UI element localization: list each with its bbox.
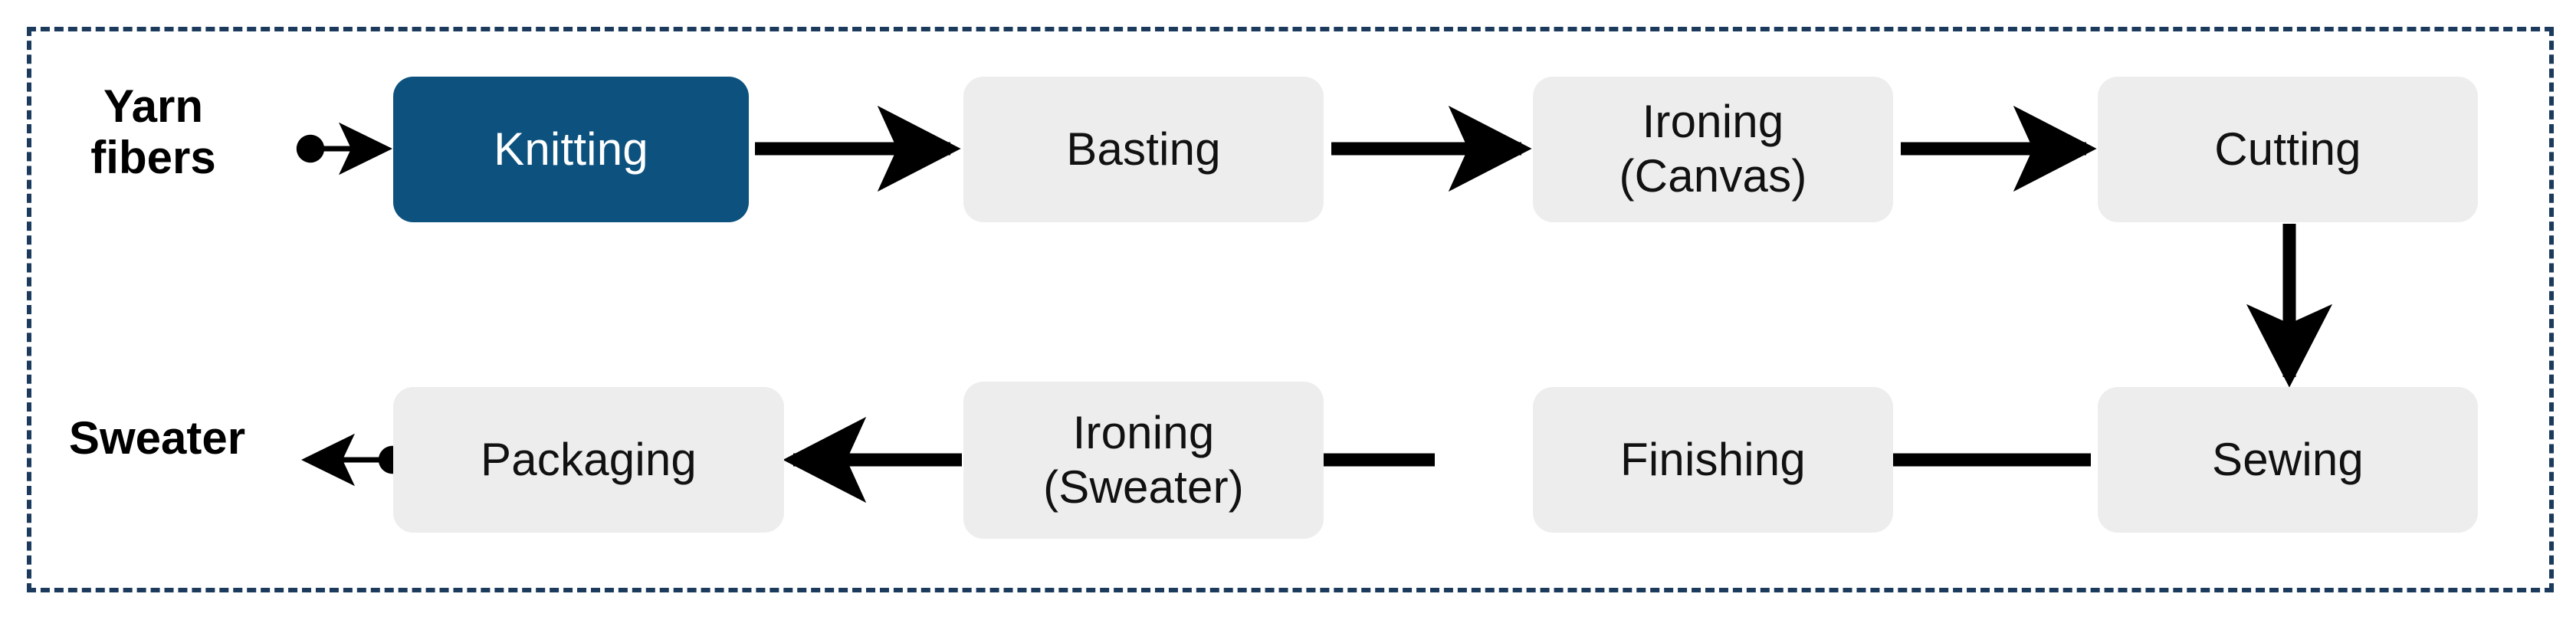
node-ironing-canvas-label: Ironing (Canvas) bbox=[1619, 96, 1807, 202]
node-packaging-label: Packaging bbox=[481, 433, 697, 485]
output-label: Sweater bbox=[68, 412, 246, 464]
node-sewing-label: Sewing bbox=[2212, 433, 2364, 485]
node-basting-label: Basting bbox=[1066, 123, 1221, 175]
node-cutting-label: Cutting bbox=[2214, 123, 2361, 175]
node-sewing[interactable]: Sewing bbox=[2098, 387, 2478, 533]
node-knitting-label: Knitting bbox=[494, 123, 648, 175]
input-label: Yarn fibers bbox=[90, 80, 216, 184]
node-ironing-sweater[interactable]: Ironing (Sweater) bbox=[963, 382, 1324, 539]
node-ironing-canvas[interactable]: Ironing (Canvas) bbox=[1533, 77, 1893, 222]
node-finishing-label: Finishing bbox=[1620, 433, 1806, 485]
dashed-boundary bbox=[27, 27, 2554, 592]
node-knitting[interactable]: Knitting bbox=[393, 77, 749, 222]
node-packaging[interactable]: Packaging bbox=[393, 387, 784, 533]
node-basting[interactable]: Basting bbox=[963, 77, 1324, 222]
node-finishing[interactable]: Finishing bbox=[1533, 387, 1893, 533]
node-ironing-sweater-label: Ironing (Sweater) bbox=[1043, 406, 1244, 513]
node-cutting[interactable]: Cutting bbox=[2098, 77, 2478, 222]
